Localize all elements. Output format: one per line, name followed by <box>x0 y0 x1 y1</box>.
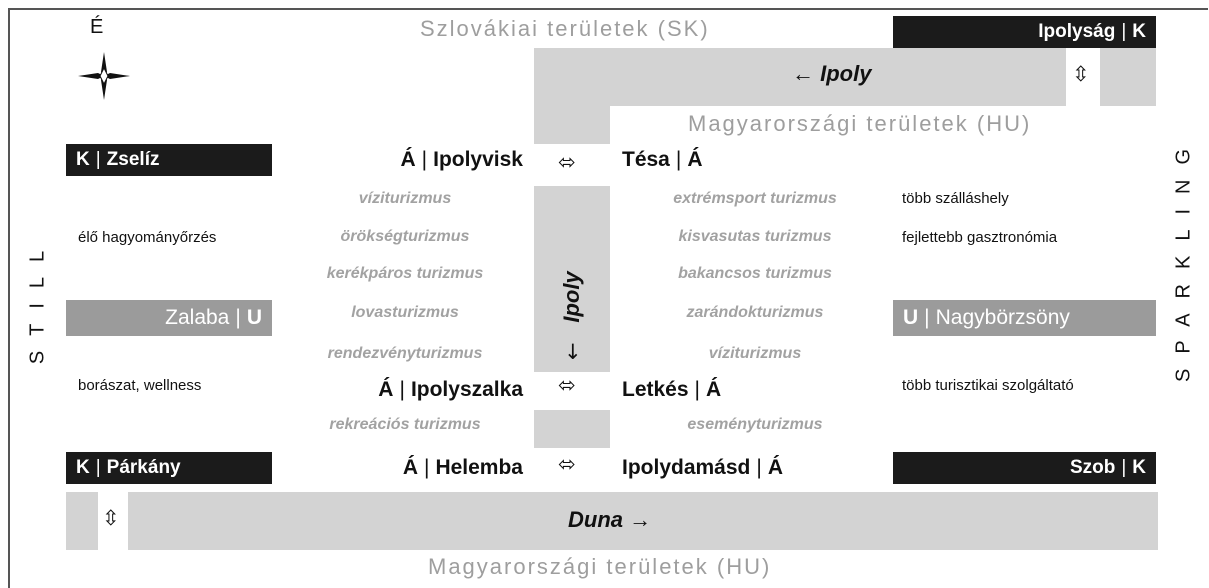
nagyborzsony-code: U <box>903 306 919 329</box>
north-label: É <box>90 16 104 38</box>
tourism-left-item: kerékpáros turizmus <box>326 265 484 282</box>
ipoly-river-lower <box>534 410 610 448</box>
tourism-left-item: víziturizmus <box>358 190 452 207</box>
hungarian-territories-lower-label: Magyarországi területek (HU) <box>428 554 772 579</box>
town-helemba: Á|Helemba <box>402 456 523 479</box>
tourism-left-item: örökségturizmus <box>340 228 470 245</box>
compass-star-icon <box>78 52 130 100</box>
tourism-left-item: rendezvényturizmus <box>327 345 483 362</box>
border-arrow-top-icon: ⇳ <box>1072 62 1090 86</box>
zalaba-code: U <box>246 306 262 329</box>
slovak-territories-label: Szlovákiai területek (SK) <box>420 16 710 41</box>
border-arrow-bottom-icon: ⇳ <box>102 506 120 530</box>
ipoly-top-label: ← Ipoly <box>792 61 872 86</box>
note-left-heritage: élő hagyományőrzés <box>78 229 217 246</box>
tourism-right-item: extrémsport turizmus <box>673 190 837 207</box>
tourism-left-item: lovasturizmus <box>351 304 459 321</box>
ipolysag-code: K <box>1132 21 1146 42</box>
duna-label: Duna → <box>568 507 652 532</box>
szob-code: K <box>1132 457 1146 478</box>
nagyborzsony-name: Nagybörzsöny <box>935 306 1070 329</box>
crossing-arrow-icon: ⬄ <box>558 373 576 397</box>
zseliz-bar: K|Zselíz <box>66 144 272 176</box>
ipoly-river-vertical <box>534 186 610 372</box>
ipoly-river-top <box>534 48 1156 106</box>
town-letkes: Letkés|Á <box>622 378 722 401</box>
tourism-right-item: eseményturizmus <box>687 416 823 433</box>
note-left-wine: borászat, wellness <box>78 377 202 394</box>
crossing-arrow-icon: ⬄ <box>558 150 576 174</box>
side-label-sparkling: SPARKLING <box>1172 134 1195 382</box>
border-gap-bottom <box>98 492 128 550</box>
ipolysag-name: Ipolyság <box>1038 21 1116 42</box>
parkany-code: K <box>76 457 90 478</box>
diagram-frame <box>8 8 1208 588</box>
zalaba-bar: Zalaba|U <box>66 300 272 336</box>
szob-name: Szob <box>1069 457 1116 478</box>
ipolysag-bar: Ipolyság|K <box>893 16 1156 48</box>
town-ipolyszalka: Á|Ipolyszalka <box>378 378 523 401</box>
ipoly-river-top-notch <box>534 106 610 144</box>
ipoly-vertical-arrow-icon: ↓ <box>564 340 582 364</box>
note-right-gastronomy: fejlettebb gasztronómia <box>902 229 1058 246</box>
zseliz-code: K <box>76 149 90 170</box>
tourism-right-item: zarándokturizmus <box>686 304 824 321</box>
crossing-arrow-icon: ⬄ <box>558 452 576 476</box>
tourism-right-item: kisvasutas turizmus <box>678 228 832 245</box>
zalaba-name: Zalaba <box>165 306 230 329</box>
tourism-right-item: bakancsos turizmus <box>678 265 832 282</box>
tourism-left-item: rekreációs turizmus <box>329 416 481 433</box>
duna-river <box>66 492 1158 550</box>
town-ipolyvisk: Á|Ipolyvisk <box>400 148 523 171</box>
side-label-still: STILL <box>26 235 49 365</box>
town-ipolydamasd: Ipolydamásd|Á <box>622 456 784 479</box>
nagyborzsony-bar: U|Nagybörzsöny <box>893 300 1156 336</box>
parkany-name: Párkány <box>106 457 181 478</box>
note-right-services: több turisztikai szolgáltató <box>902 377 1074 394</box>
zseliz-name: Zselíz <box>106 149 160 170</box>
border-gap-top <box>1066 48 1100 106</box>
note-right-accommodation: több szálláshely <box>902 190 1009 207</box>
tourism-right-item: víziturizmus <box>708 345 802 362</box>
parkany-bar: K|Párkány <box>66 452 272 484</box>
town-tesa: Tésa|Á <box>622 148 703 171</box>
ipoly-vertical-label: Ipoly <box>559 271 584 323</box>
hungarian-territories-upper-label: Magyarországi területek (HU) <box>688 111 1032 136</box>
szob-bar: Szob|K <box>893 452 1156 484</box>
